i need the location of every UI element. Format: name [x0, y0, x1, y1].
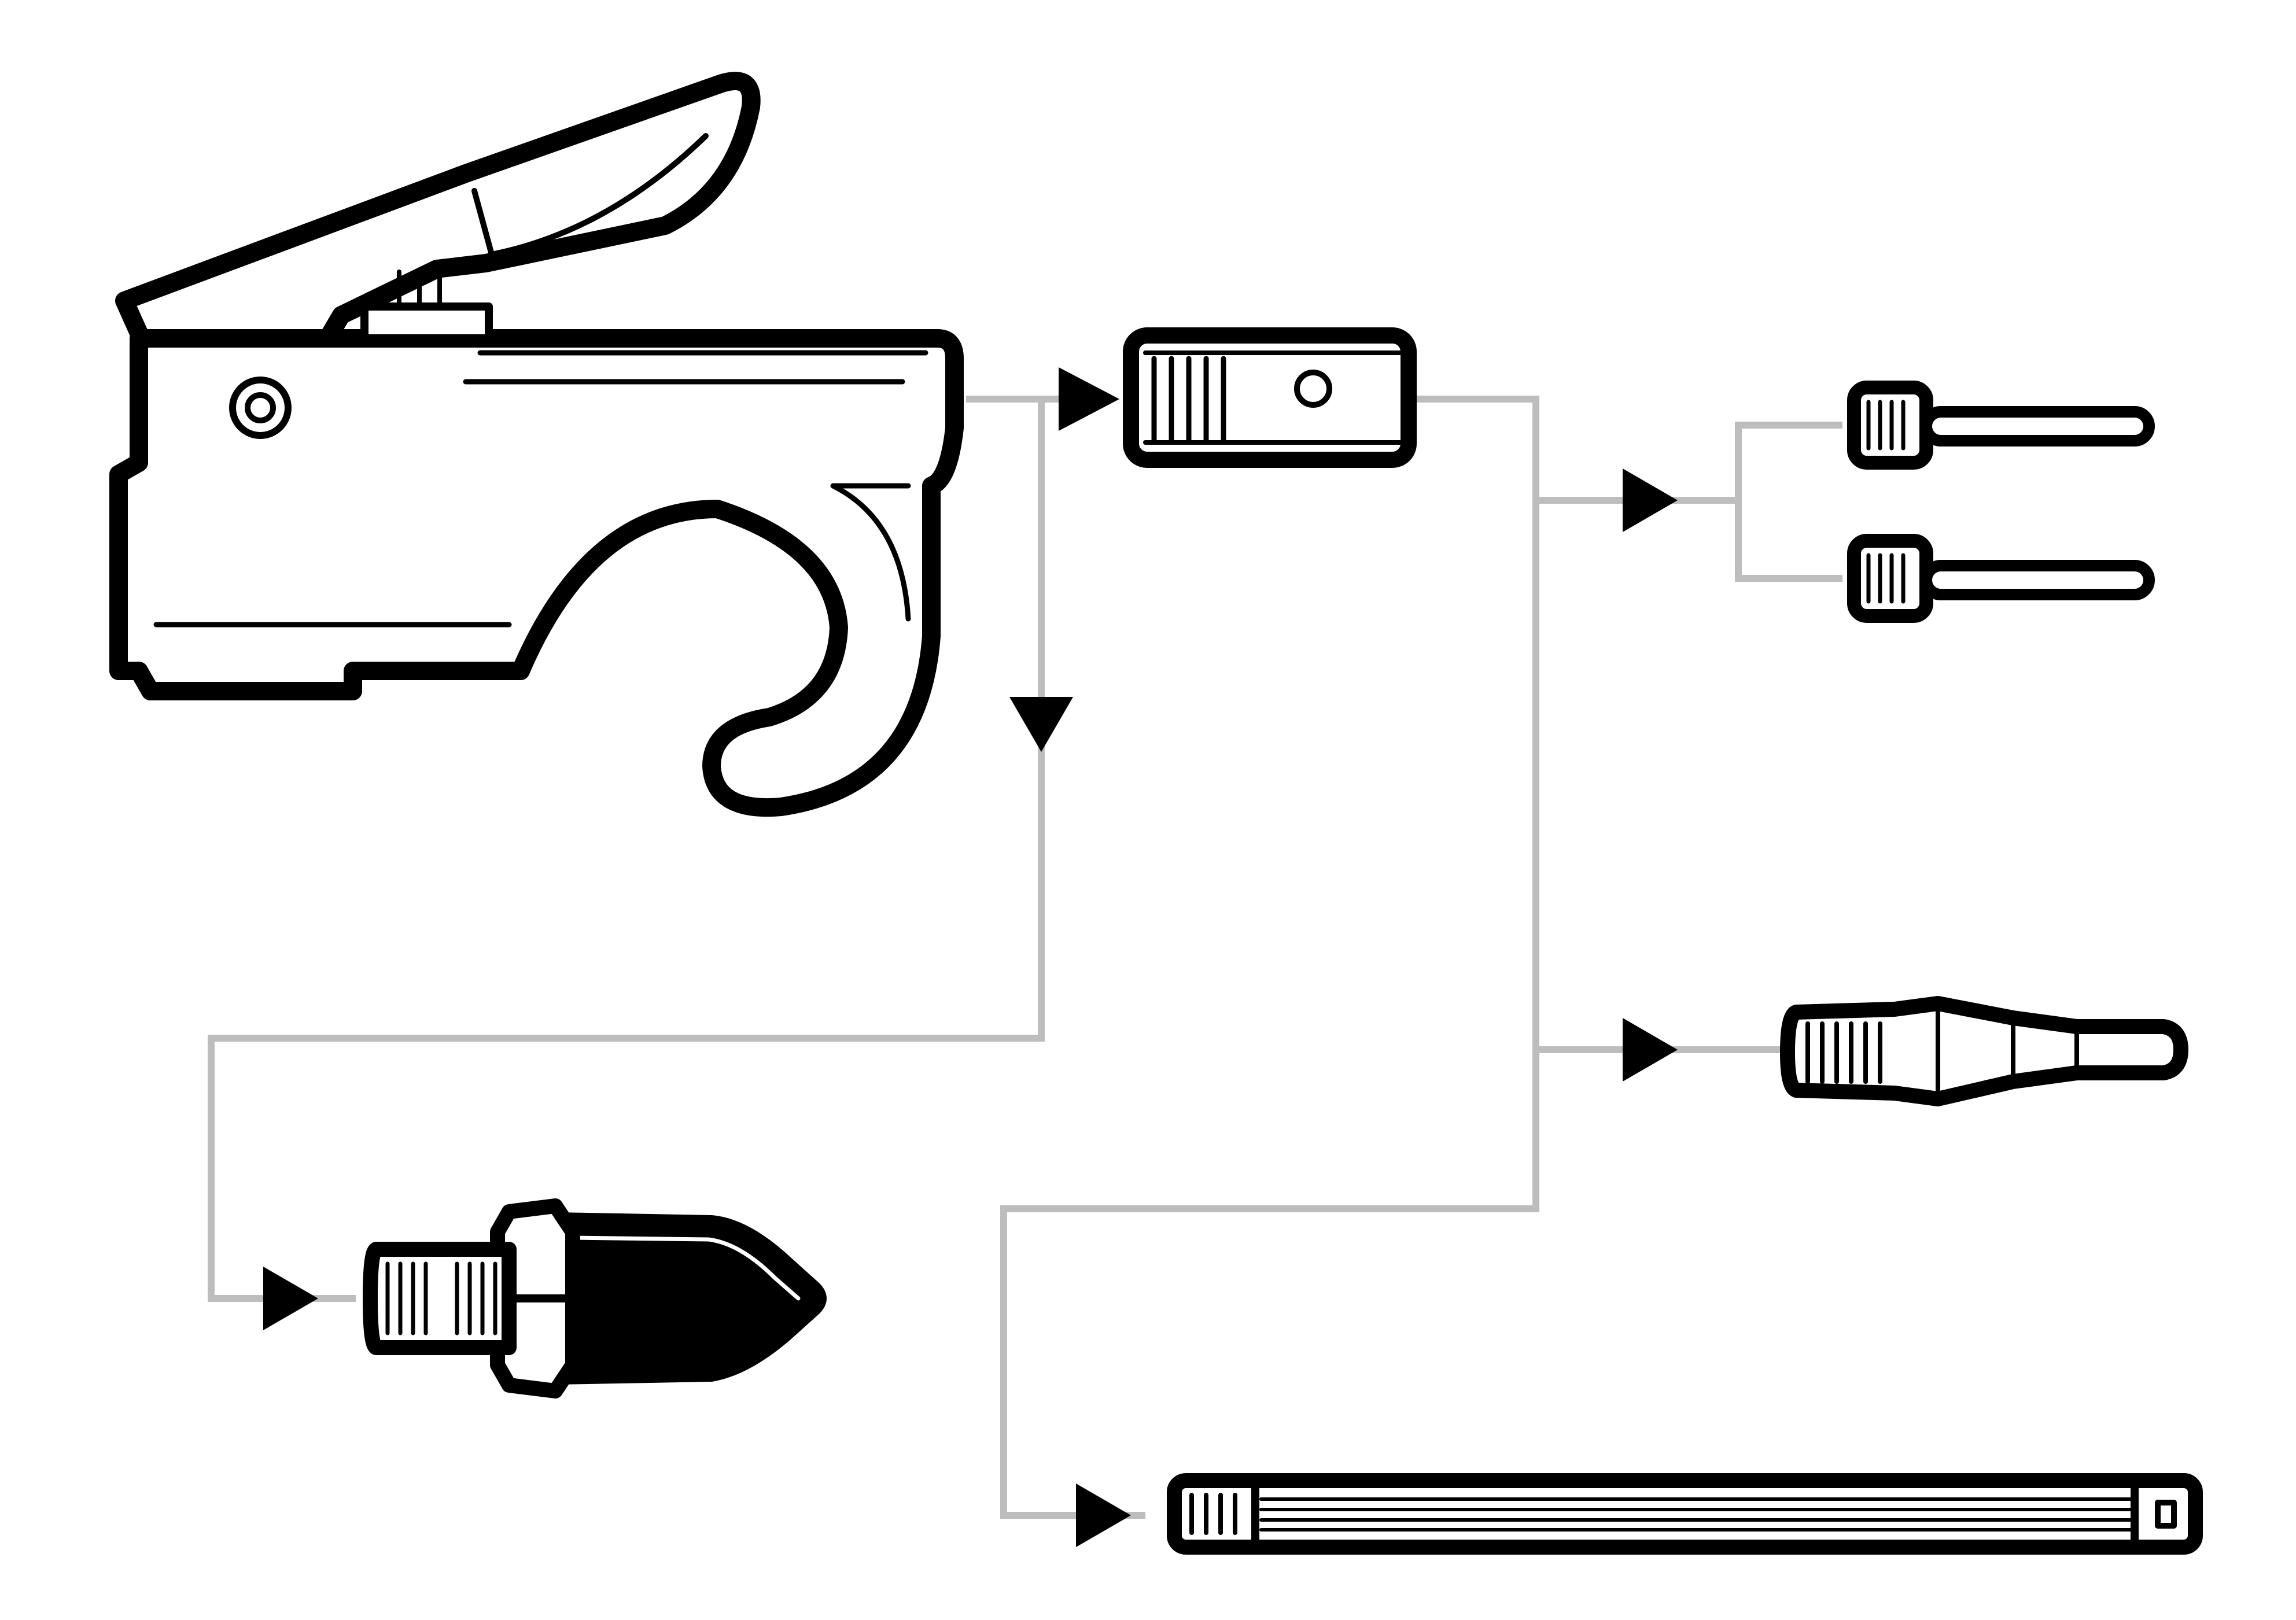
- air-blow-gun-icon: [109, 72, 964, 817]
- extension-tube-stripes: [1259, 1497, 2136, 1532]
- extension-tube-icon: [1167, 1473, 2203, 1555]
- needle-2-threads: [1866, 553, 1906, 604]
- coupler-edge: [1143, 350, 1402, 445]
- arrow-down-icon: [1009, 697, 1073, 752]
- arrow-to-tapered-nozzle-icon: [1623, 1018, 1678, 1082]
- rubber-tip-threads: [385, 1261, 497, 1335]
- needle-1-threads: [1866, 400, 1906, 451]
- blow-gun-body: [109, 329, 964, 817]
- rubber-tip-nozzle-icon: [363, 1198, 827, 1398]
- arrowheads: [263, 367, 1678, 1547]
- blow-gun-body-detail: [153, 350, 928, 628]
- arrow-to-extension-tube-icon: [1076, 1484, 1131, 1547]
- inflation-needle-icon: [1847, 381, 2155, 623]
- blow-gun-lever-detail: [471, 133, 709, 257]
- edge-blow-gun-to-rubber-tip-nozzle: [208, 399, 1045, 1302]
- blow-gun-pivot-pin-inner: [245, 392, 276, 423]
- needle-2-shaft: [1921, 560, 2155, 600]
- needle-1-shaft: [1921, 406, 2155, 446]
- rubber-tip-highlight: [570, 1235, 801, 1301]
- coupler-threads: [1151, 356, 1226, 442]
- tapered-nozzle-body: [1780, 996, 2188, 1106]
- inflation-needle-2: [1847, 534, 2155, 623]
- extension-tube-tip: [2155, 1500, 2177, 1529]
- arrow-to-needles-icon: [1623, 468, 1678, 532]
- arrow-to-coupler-icon: [1059, 367, 1119, 431]
- coupler-hole: [1294, 370, 1332, 408]
- rubber-tip-cone: [550, 1212, 827, 1385]
- edge-coupler-to-needles: [1536, 422, 1842, 582]
- inflation-needle-1: [1847, 381, 2155, 470]
- tapered-nozzle-segments: [1936, 1007, 2079, 1095]
- extension-tube-body: [1167, 1473, 2203, 1555]
- tapered-nozzle-icon: [1780, 996, 2188, 1106]
- coupler-body: [1123, 327, 1417, 468]
- blow-gun-valve-stem-ribs: [397, 270, 442, 309]
- extension-tube-threads: [1189, 1493, 1237, 1535]
- coupler-adapter-icon: [1123, 327, 1417, 468]
- tapered-nozzle-threads: [1805, 1021, 1882, 1084]
- blow-gun-valve-stem: [360, 302, 493, 342]
- edge-coupler-trunk: [1000, 396, 1539, 1519]
- rubber-tip-thread-body: [363, 1242, 517, 1355]
- arrow-to-rubber-tip-icon: [263, 1267, 318, 1330]
